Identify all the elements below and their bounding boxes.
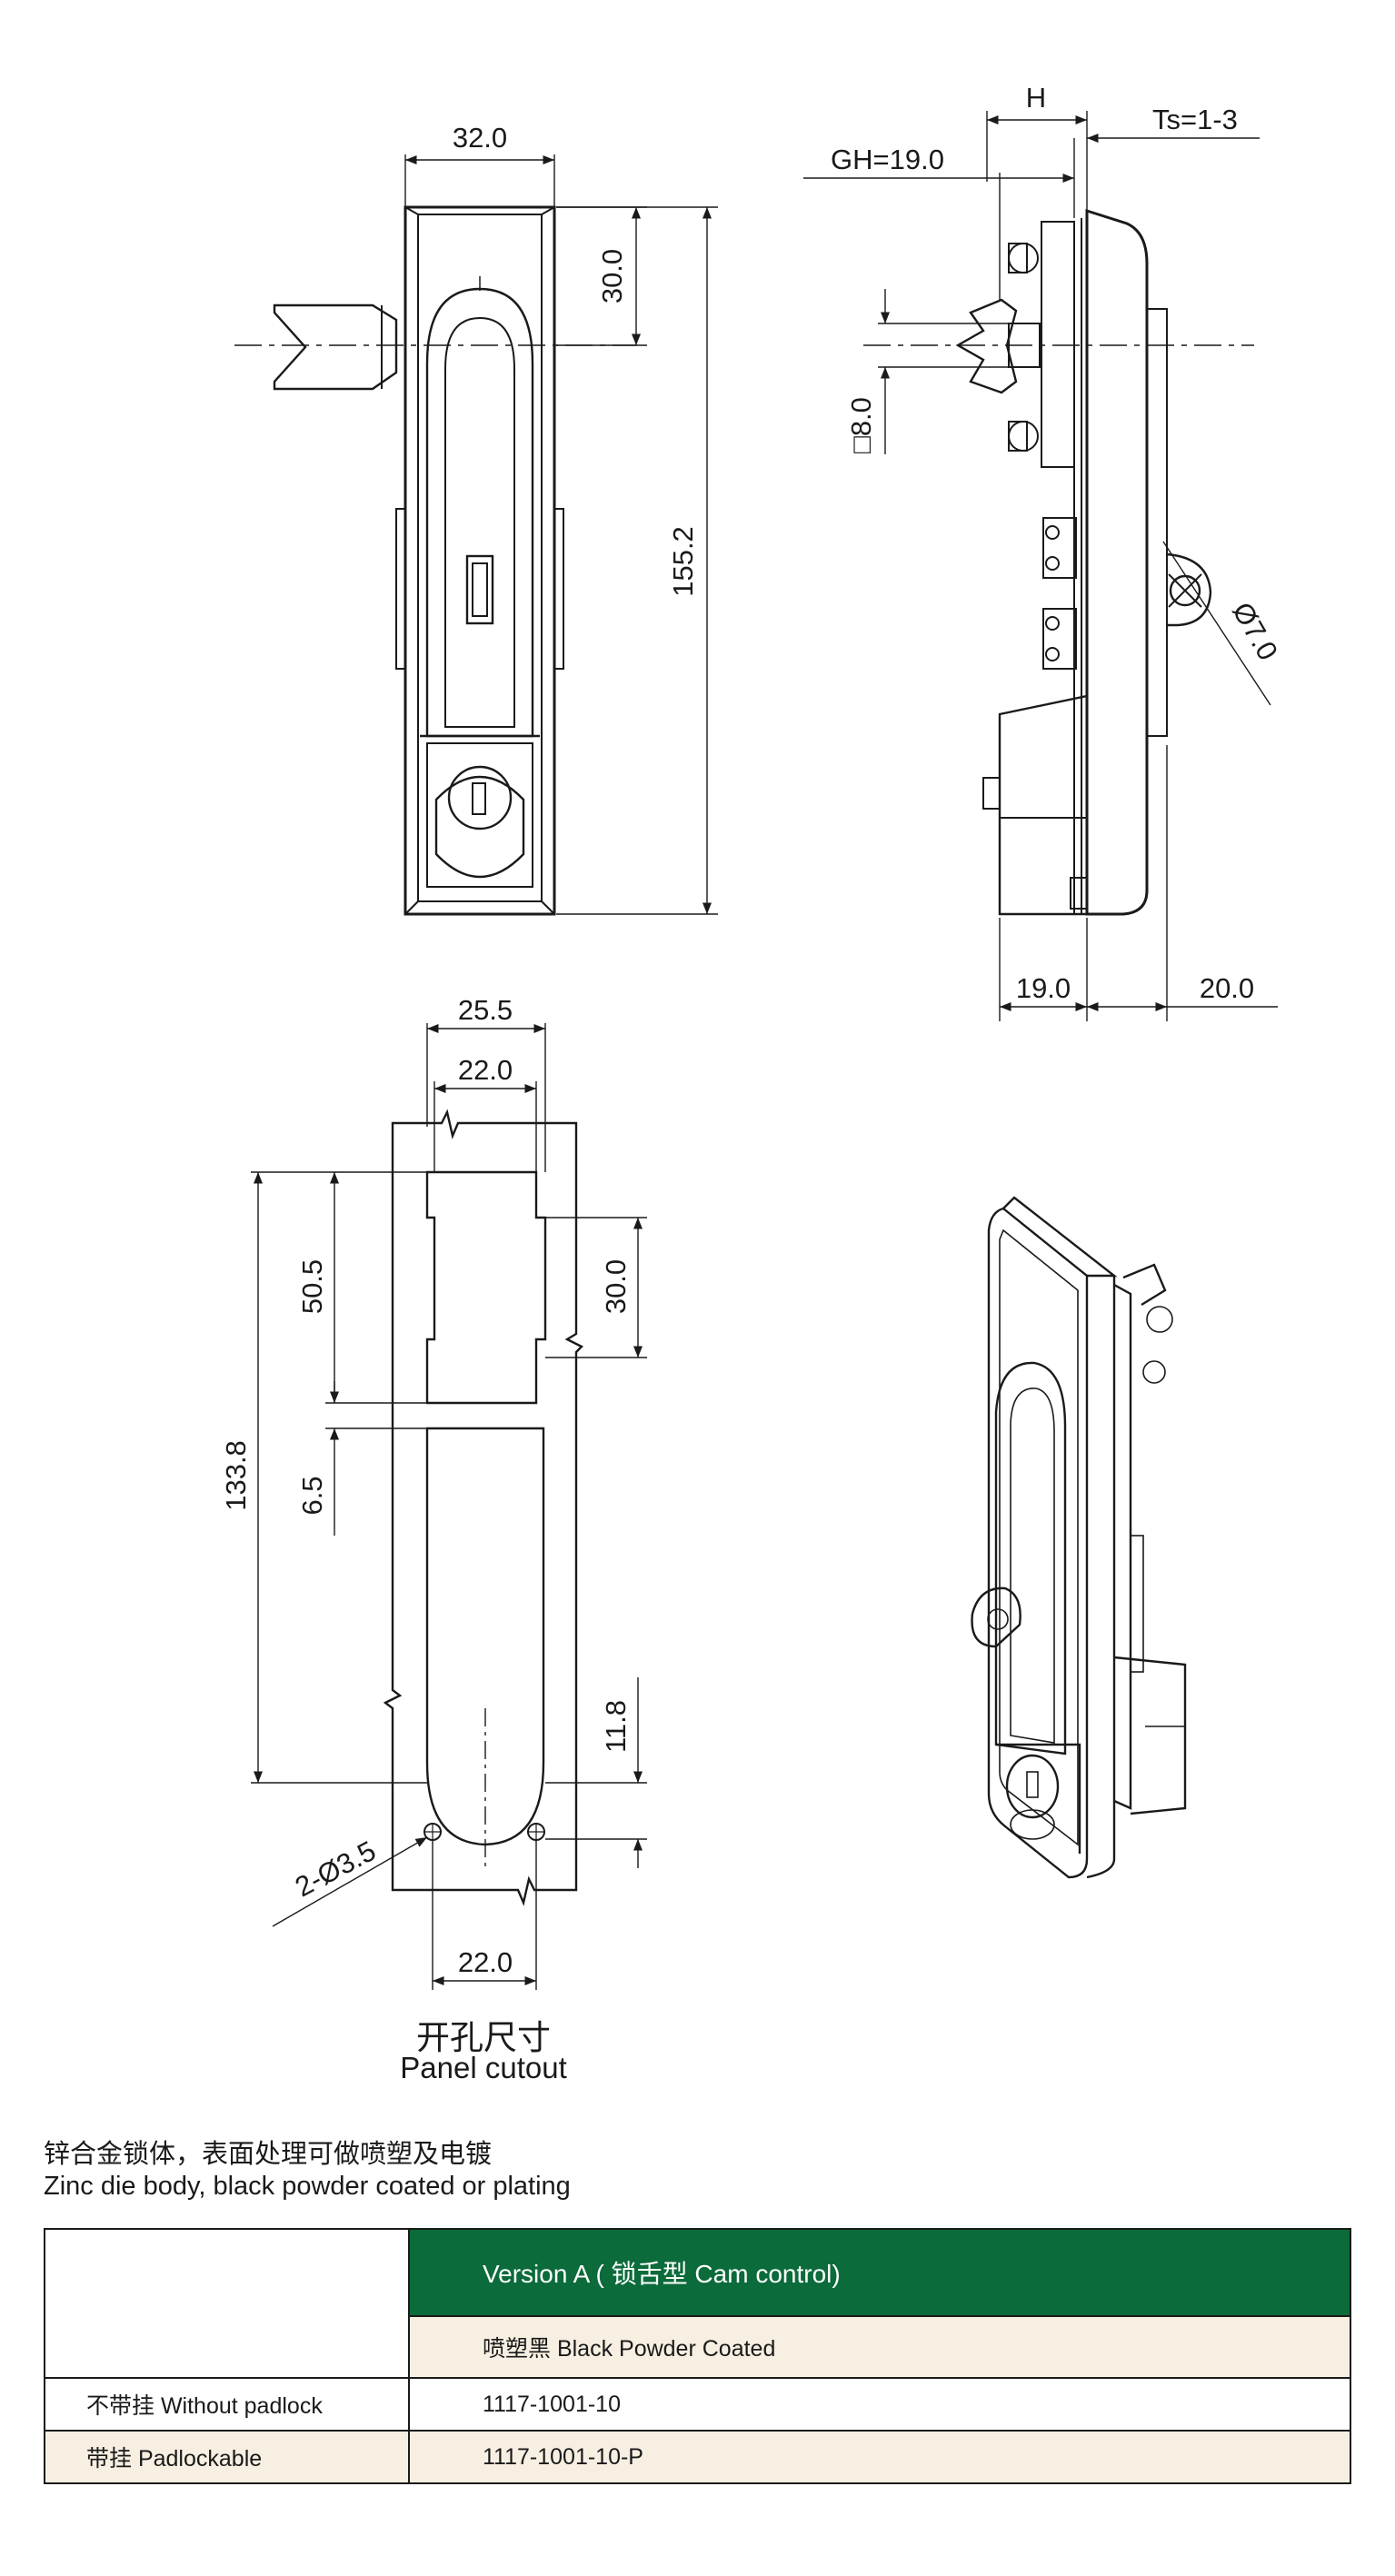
dim-hole-7: Ø7.0 [1226, 597, 1284, 666]
dim-total-height: 133.8 [220, 1440, 252, 1511]
table-header-row: Version A ( 锁舌型 Cam control) [44, 2228, 1351, 2379]
dim-right-upper: 30.0 [600, 1259, 632, 1314]
dim-bottom-19: 19.0 [1016, 972, 1071, 1004]
dim-holes: 2-Ø3.5 [290, 1835, 381, 1903]
front-view [234, 154, 718, 916]
dim-height-155: 155.2 [667, 526, 699, 597]
dim-bottom-width: 22.0 [458, 1946, 513, 1978]
dim-gap: 6.5 [296, 1476, 328, 1515]
cutout-caption-en: Panel cutout [400, 2051, 567, 2084]
isometric-view [971, 1196, 1187, 1879]
table-header-version: Version A ( 锁舌型 Cam control) [408, 2228, 1351, 2317]
dim-square: □8.0 [845, 397, 877, 453]
table-row: 不带挂 Without padlock 1117-1001-10 [44, 2377, 1351, 2432]
table-corner-cell [44, 2228, 410, 2379]
dim-inner-width: 22.0 [458, 1054, 513, 1086]
table-finish-cell: 喷塑黑 Black Powder Coated [408, 2315, 1351, 2379]
dim-width-32: 32.0 [453, 122, 507, 154]
part-number-table: Version A ( 锁舌型 Cam control) 喷塑黑 Black P… [44, 2228, 1351, 2484]
dim-outer-width: 25.5 [458, 994, 513, 1026]
spec-text-en: Zinc die body, black powder coated or pl… [44, 2172, 571, 2201]
table-row-value: 1117-1001-10 [408, 2377, 1351, 2432]
panel-cutout-view [251, 1023, 647, 1990]
dim-upper-height: 50.5 [296, 1259, 328, 1314]
table-row-label: 带挂 Padlockable [44, 2430, 410, 2484]
side-view [803, 111, 1278, 1021]
dim-gh: GH=19.0 [831, 144, 944, 175]
dim-top-30: 30.0 [596, 249, 628, 303]
table-finish-row: 喷塑黑 Black Powder Coated [45, 2315, 1351, 2379]
dim-bottom-20: 20.0 [1200, 972, 1254, 1004]
dim-h: H [1026, 82, 1046, 114]
cutout-caption-zh: 开孔尺寸 [416, 2019, 551, 2056]
table-row: 带挂 Padlockable 1117-1001-10-P [44, 2430, 1351, 2484]
table-row-value: 1117-1001-10-P [408, 2430, 1351, 2484]
dim-bottom-gap: 11.8 [600, 1700, 632, 1753]
spec-text-zh: 锌合金锁体，表面处理可做喷塑及电镀 [44, 2140, 493, 2169]
table-row-label: 不带挂 Without padlock [44, 2377, 410, 2432]
dim-ts: Ts=1-3 [1152, 104, 1238, 135]
